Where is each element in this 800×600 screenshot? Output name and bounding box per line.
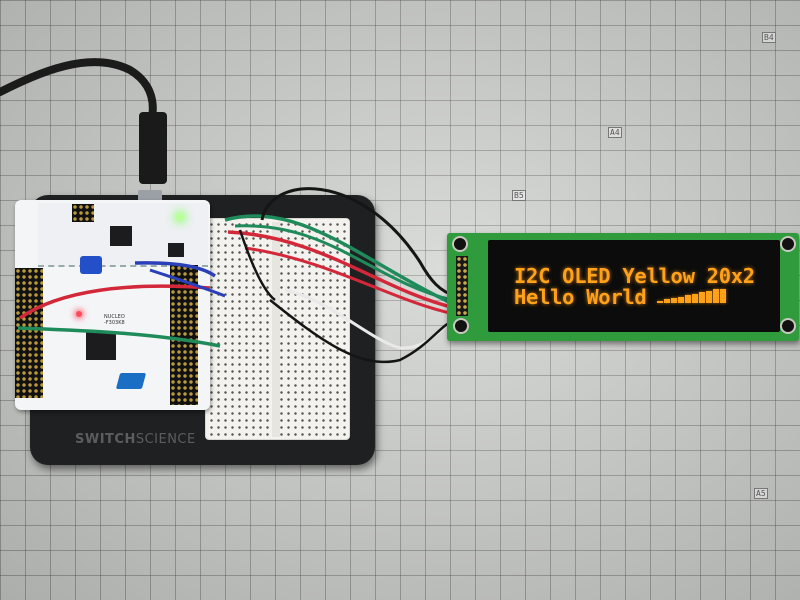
wire-red-oled-2 [244, 246, 455, 316]
oled-text-line-1: I2C OLED Yellow 20x2 [514, 264, 755, 288]
oled-bargraph-segment [720, 289, 726, 303]
oled-bargraph-segment [706, 291, 712, 303]
wire-red-oled [227, 230, 456, 310]
wire-green-oled [224, 214, 456, 307]
mounting-hole [782, 320, 794, 332]
wire-green-left [17, 326, 221, 348]
brand-thin: SCIENCE [135, 432, 196, 447]
board-model-line2: -F303K8 [104, 320, 125, 326]
mounting-hole [455, 320, 467, 332]
jumper-header [72, 204, 94, 222]
oled-bargraph [657, 289, 726, 303]
mounting-hole [454, 238, 466, 250]
wire-red-left [18, 284, 211, 320]
wire-black-3 [238, 229, 276, 301]
oled-text-line-2: Hello World [514, 285, 647, 309]
oled-display [488, 240, 780, 332]
mounting-hole [782, 238, 794, 250]
oled-bargraph-segment [699, 292, 705, 303]
oled-bargraph-segment [692, 294, 698, 303]
board-model-label: NUCLEO -F303K8 [104, 314, 125, 326]
oled-bargraph-segment [678, 297, 684, 303]
oled-pin-header [456, 256, 468, 316]
mat-marker-a4: A4 [608, 127, 622, 138]
base-plate-logo: SWITCHSCIENCE [75, 432, 196, 447]
mat-marker-b4: B4 [762, 32, 776, 43]
wire-green-oled-2 [234, 224, 453, 302]
oled-bargraph-segment [713, 289, 719, 303]
board-model-line1: NUCLEO [104, 314, 125, 320]
power-led [176, 213, 184, 221]
brand-bold: SWITCH [75, 432, 136, 447]
oled-bargraph-segment [685, 295, 691, 303]
oled-bargraph-segment [657, 301, 663, 303]
blue-jumper [80, 256, 102, 274]
status-led [76, 311, 82, 317]
mcu-chip [86, 332, 116, 360]
wire-blue [134, 261, 217, 278]
oled-bargraph-segment [664, 299, 670, 303]
mat-marker-a5: A5 [754, 488, 768, 499]
oled-bargraph-segment [671, 298, 677, 303]
wire-black-oled [260, 187, 457, 298]
st-link-chip [110, 226, 132, 246]
wire-blue-2 [149, 268, 226, 298]
wire-black-2 [269, 299, 456, 364]
left-pin-header [15, 268, 43, 398]
breadboard-center-channel [272, 222, 280, 437]
small-chip [168, 243, 184, 257]
mat-marker-b5: B5 [512, 190, 526, 201]
usb-plug [139, 112, 167, 184]
